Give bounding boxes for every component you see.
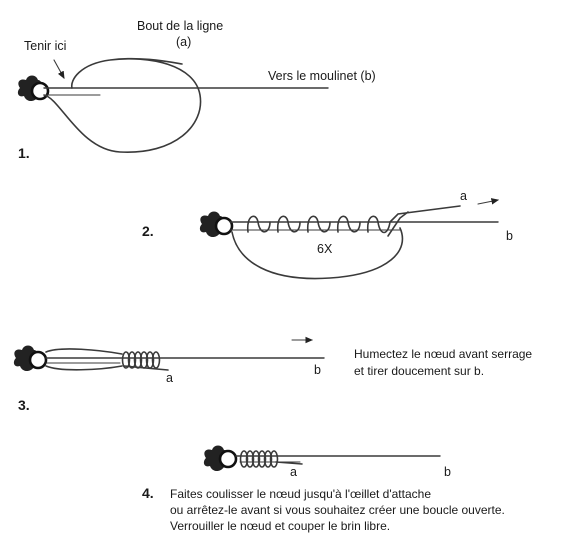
wraps (246, 215, 391, 234)
end-a-label: a (290, 465, 297, 479)
tag-end (123, 365, 169, 371)
hold-arrow (53, 59, 65, 79)
end-b-label: b (506, 229, 513, 243)
note-line-2: et tirer doucement sur b. (354, 364, 484, 378)
step-3-number: 3. (18, 397, 30, 413)
hook-eye-icon (203, 445, 238, 472)
step-2-number: 2. (142, 223, 154, 239)
tag-end (387, 205, 461, 237)
hook-eye-icon (13, 345, 48, 372)
instruction-line-2: ou arrêtez-le avant si vous souhaitez cr… (170, 503, 505, 517)
step-4: a b 4. Faites coulisser le nœud jusqu'à … (142, 445, 505, 533)
line-end-label: Bout de la ligne (137, 19, 223, 33)
step-4-number: 4. (142, 485, 154, 501)
step-1: Tenir ici Bout de la ligne (a) Vers le m… (17, 19, 376, 161)
hold-label: Tenir ici (24, 39, 66, 53)
end-a-label: a (166, 371, 173, 385)
step-2: 6X a b 2. (142, 189, 513, 280)
instruction-line-1: Faites coulisser le nœud jusqu'à l'œille… (170, 487, 431, 501)
tag-end (275, 461, 303, 465)
pull-arrow (477, 198, 500, 205)
turns-label: 6X (317, 242, 333, 256)
end-b-label: b (444, 465, 451, 479)
coils (239, 450, 279, 468)
end-b-label: b (314, 363, 321, 377)
end-a-label: a (460, 189, 467, 203)
note-line-1: Humectez le nœud avant serrage (354, 347, 532, 361)
instruction-line-3: Verrouiller le nœud et couper le brin li… (170, 519, 390, 533)
hook-eye-icon (199, 211, 234, 238)
line-loop (231, 227, 404, 280)
line-loop (43, 57, 202, 153)
line-end-letter: (a) (176, 35, 191, 49)
step-1-number: 1. (18, 145, 30, 161)
step-3: a b Humectez le nœud avant serrage et ti… (13, 336, 532, 413)
reel-label: Vers le moulinet (b) (268, 69, 376, 83)
